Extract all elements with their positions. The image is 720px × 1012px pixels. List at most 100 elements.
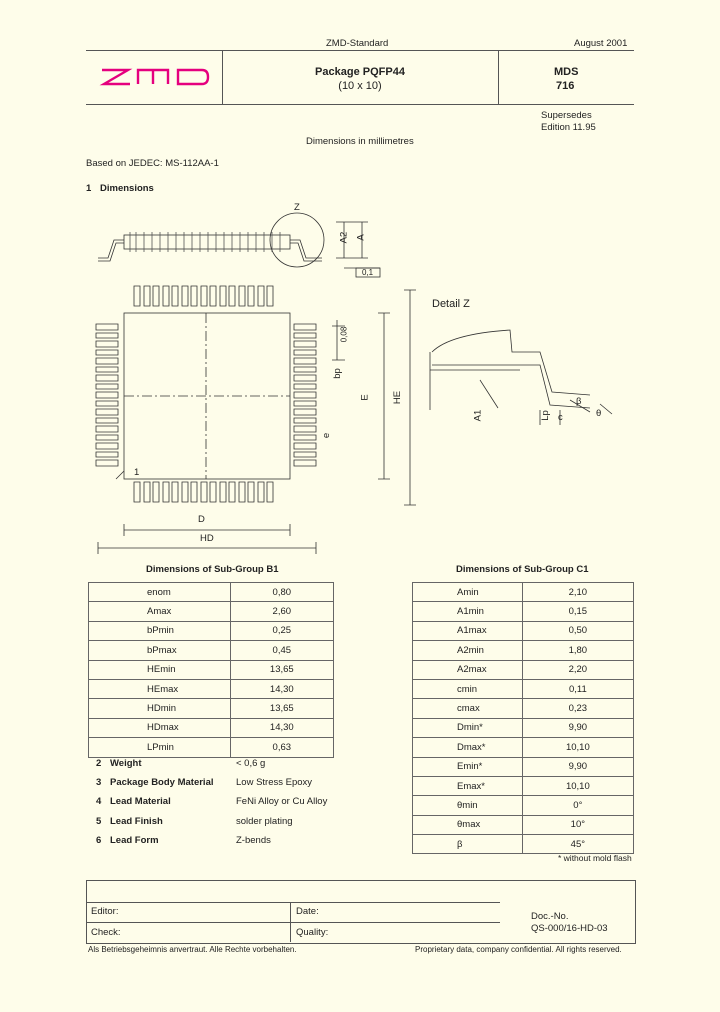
quality-label: Quality: xyxy=(296,927,329,938)
dimension-name: cmin xyxy=(412,678,523,700)
date-label: August 2001 xyxy=(574,38,628,49)
dimension-name: bPmin xyxy=(88,620,231,642)
detail-z-marker: Z xyxy=(294,202,300,213)
property-value: FeNi Alloy or Cu Alloy xyxy=(236,796,328,808)
property-number: 5 xyxy=(96,815,102,827)
d-label: D xyxy=(198,514,205,525)
property-number: 3 xyxy=(96,777,102,789)
editor-label: Editor: xyxy=(91,906,119,917)
dimension-value: 14,30 xyxy=(229,678,335,700)
dimension-value: 2,10 xyxy=(521,581,635,603)
table-row: Emin*9,90 xyxy=(412,756,635,777)
dimension-name: cmax xyxy=(412,698,523,719)
dimension-name: Amin xyxy=(412,581,523,603)
right-notice: Proprietary data, company confidential. … xyxy=(415,945,622,954)
dimension-value: 0,11 xyxy=(521,678,635,700)
lp-label: Lp xyxy=(539,410,551,421)
position-tolerance: 0,08 xyxy=(339,326,349,343)
dimension-value: 2,60 xyxy=(229,601,335,622)
mds-number: 716 xyxy=(556,80,575,92)
he-label: HE xyxy=(392,390,404,405)
dimension-name: Dmax* xyxy=(412,737,523,758)
dimension-name: A1min xyxy=(412,601,523,622)
section-number: 1 xyxy=(86,183,92,194)
table-row: Emax*10,10 xyxy=(412,775,635,797)
section-title: Dimensions xyxy=(100,183,154,194)
table-row: Dmax*10,10 xyxy=(412,737,635,758)
dimension-value: 0,15 xyxy=(521,601,635,622)
property-key: Package Body Material xyxy=(110,777,214,789)
dimension-value: 1,80 xyxy=(521,640,635,661)
detail-z-label: Detail Z xyxy=(432,298,470,310)
c-label: c xyxy=(558,412,563,423)
date-field-label: Date: xyxy=(296,906,319,917)
property-value: Low Stress Epoxy xyxy=(236,777,313,789)
dimension-value: 9,90 xyxy=(521,756,635,777)
property-number: 4 xyxy=(96,796,102,808)
pin1-label: 1 xyxy=(134,467,140,478)
dimension-name: Emax* xyxy=(412,775,523,797)
check-label: Check: xyxy=(91,927,121,938)
beta-label: β xyxy=(576,396,582,407)
dimension-value: 13,65 xyxy=(229,698,335,719)
dimension-value: 9,90 xyxy=(521,717,635,739)
property-key: Lead Form xyxy=(110,834,159,846)
dimension-value: 45° xyxy=(521,834,635,855)
package-title: Package PQFP44 xyxy=(315,66,405,78)
hd-label: HD xyxy=(200,533,214,544)
dimension-value: 0,50 xyxy=(521,620,635,642)
dimension-name: LPmin xyxy=(88,737,231,758)
dimension-name: Dmin* xyxy=(412,717,523,739)
a1-label: A1 xyxy=(472,409,484,422)
theta-label: θ xyxy=(596,408,602,419)
property-key: Lead Material xyxy=(110,796,171,808)
zmd-logo xyxy=(98,66,210,88)
dimension-value: 0,45 xyxy=(229,640,335,661)
property-number: 6 xyxy=(96,834,102,846)
dimension-value: 0,23 xyxy=(521,698,635,719)
mds-label: MDS xyxy=(554,66,579,78)
package-drawing xyxy=(95,212,613,554)
table-footnote: * without mold flash xyxy=(558,853,632,863)
dimension-name: HDmax xyxy=(88,717,231,739)
dimension-name: θmax xyxy=(412,814,523,836)
dimension-name: A1max xyxy=(412,620,523,642)
dimension-name: HDmin xyxy=(88,698,231,719)
dimension-name: bPmax xyxy=(88,640,231,661)
property-value: < 0,6 g xyxy=(236,758,266,769)
dimension-value: 14,30 xyxy=(229,717,335,739)
dimension-value: 0,63 xyxy=(229,737,335,758)
dimension-value: 0° xyxy=(521,795,635,816)
supersedes-label: Supersedes xyxy=(541,110,592,121)
dimension-value: 10,10 xyxy=(521,737,635,758)
table-c1-title: Dimensions of Sub-Group C1 xyxy=(456,564,589,575)
e-pitch-label: e xyxy=(321,432,333,439)
dimension-name: θmin xyxy=(412,795,523,816)
footer-box xyxy=(86,880,636,944)
a2-label: A2 xyxy=(338,231,350,244)
property-value: solder plating xyxy=(236,815,293,827)
units-note: Dimensions in millimetres xyxy=(306,136,414,147)
left-notice: Als Betriebsgeheimnis anvertraut. Alle R… xyxy=(88,945,297,954)
dimension-name: A2max xyxy=(412,659,523,680)
property-key: Weight xyxy=(110,758,142,769)
property-row: 3 Package Body Material Low Stress Epoxy xyxy=(96,777,336,791)
dimension-name: HEmin xyxy=(88,659,231,680)
dimension-value: 13,65 xyxy=(229,659,335,680)
